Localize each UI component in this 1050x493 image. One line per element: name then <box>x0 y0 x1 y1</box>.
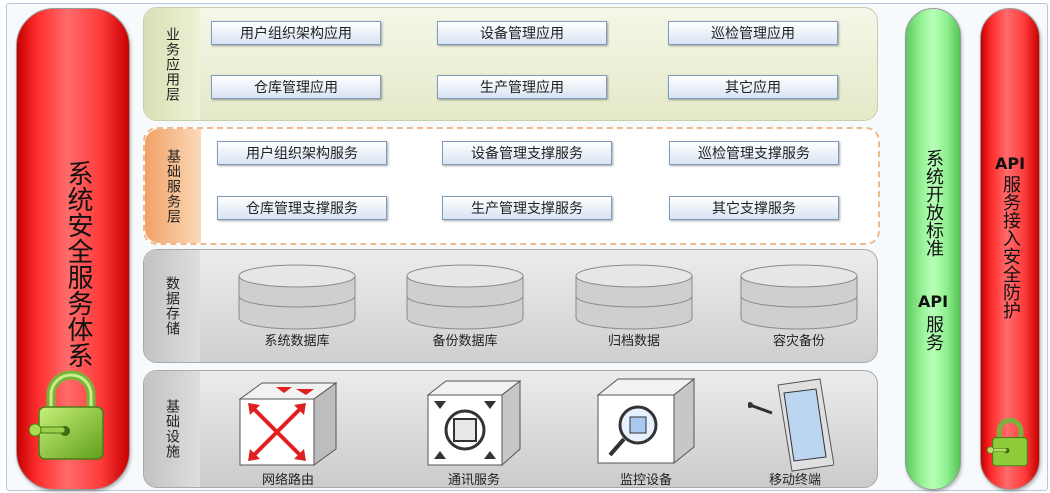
business-application-layer: 业务应用层 用户组织架构应用 设备管理应用 巡检管理应用 仓库管理应用 生产管理… <box>143 7 878 121</box>
monitor-device-icon <box>596 377 696 465</box>
app-box-other: 其它应用 <box>668 75 838 99</box>
infra-label-communication: 通讯服务 <box>447 473 500 488</box>
service-box-user-org: 用户组织架构服务 <box>217 141 387 165</box>
storage-label-system-db: 系统数据库 <box>264 334 330 349</box>
database-icon <box>238 264 356 330</box>
foundation-service-layer: 基础服务层 用户组织架构服务 设备管理支撑服务 巡检管理支撑服务 仓库管理支撑服… <box>143 127 880 245</box>
padlock-icon <box>29 370 104 460</box>
tablet-icon <box>748 378 834 472</box>
api-service-pillar: 系统开放标准 API 服务 <box>905 8 961 490</box>
infrastructure-layer: 基础设施 网络路由 通讯服务 <box>143 370 878 488</box>
padlock-icon <box>987 417 1028 467</box>
service-box-inspection: 巡检管理支撑服务 <box>669 141 839 165</box>
service-box-equipment: 设备管理支撑服务 <box>442 141 612 165</box>
router-icon <box>238 382 338 466</box>
infra-label-monitor: 监控设备 <box>619 473 672 488</box>
storage-label-archive: 归档数据 <box>607 334 660 349</box>
infrastructure-layer-label: 基础设施 <box>144 371 200 487</box>
infra-label-mobile: 移动终端 <box>768 473 821 488</box>
database-icon <box>406 264 524 330</box>
app-box-production: 生产管理应用 <box>437 75 607 99</box>
api-access-title-2: 服务接入安全防护 <box>1000 175 1021 319</box>
foundation-layer-label: 基础服务层 <box>145 129 201 243</box>
app-box-user-org: 用户组织架构应用 <box>211 21 381 45</box>
data-storage-layer: 数据存储 系统数据库 备份数据库 归档数据 容灾备份 <box>143 249 878 363</box>
app-box-inspection: 巡检管理应用 <box>668 21 838 45</box>
service-box-other: 其它支撑服务 <box>669 196 839 220</box>
database-icon <box>575 264 693 330</box>
app-box-equipment: 设备管理应用 <box>437 21 607 45</box>
database-icon <box>740 264 858 330</box>
storage-label-disaster-backup: 容灾备份 <box>772 334 825 349</box>
app-box-warehouse: 仓库管理应用 <box>211 75 381 99</box>
api-service-title-1: 系统开放标准 <box>923 149 944 257</box>
storage-label-backup-db: 备份数据库 <box>432 334 498 349</box>
service-box-production: 生产管理支撑服务 <box>442 196 612 220</box>
infra-label-router: 网络路由 <box>261 473 314 488</box>
service-box-warehouse: 仓库管理支撑服务 <box>217 196 387 220</box>
security-system-pillar: 系统安全服务体系 <box>16 8 130 490</box>
api-access-title-1: API <box>994 154 1026 173</box>
security-system-title: 系统安全服务体系 <box>63 160 93 368</box>
api-service-title-2: API <box>917 292 949 311</box>
storage-layer-label: 数据存储 <box>144 250 200 362</box>
api-service-title-3: 服务 <box>923 315 944 351</box>
api-access-security-pillar: API 服务接入安全防护 <box>980 8 1040 490</box>
communication-server-icon <box>426 379 522 467</box>
business-layer-label: 业务应用层 <box>144 8 200 120</box>
